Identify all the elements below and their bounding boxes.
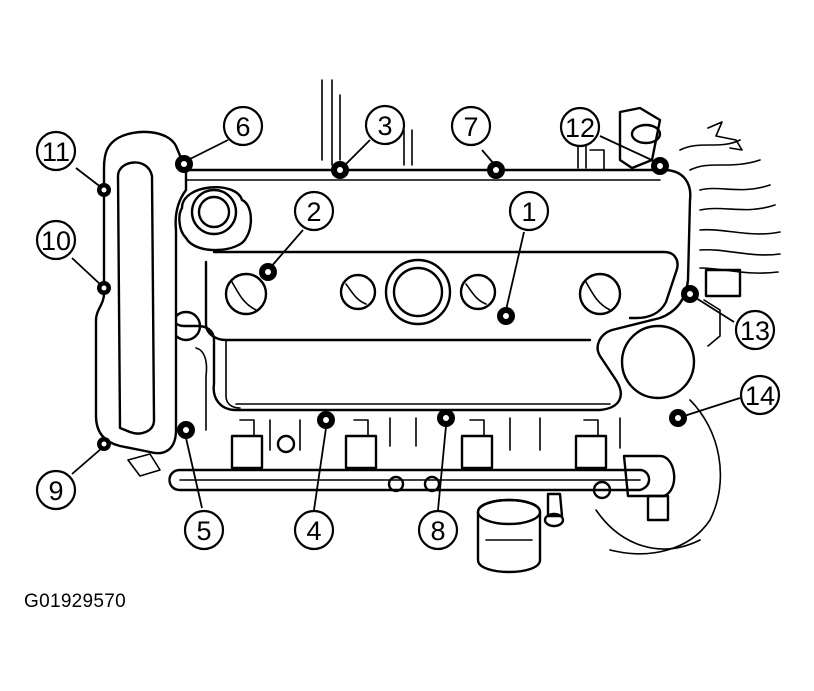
svg-text:1: 1 bbox=[521, 197, 536, 227]
callout-13: 13 bbox=[734, 309, 776, 351]
svg-text:5: 5 bbox=[196, 516, 211, 546]
svg-text:3: 3 bbox=[377, 111, 392, 141]
figure-code: G01929570 bbox=[24, 591, 127, 612]
svg-text:4: 4 bbox=[306, 516, 321, 546]
svg-text:2: 2 bbox=[306, 197, 321, 227]
callout-7: 7 bbox=[450, 105, 492, 147]
leader-lines bbox=[71, 135, 741, 511]
svg-text:7: 7 bbox=[463, 112, 478, 142]
svg-text:11: 11 bbox=[42, 137, 70, 167]
svg-text:10: 10 bbox=[41, 226, 71, 256]
fuel-rail bbox=[168, 417, 676, 522]
bolts bbox=[97, 155, 699, 451]
callout-3: 3 bbox=[364, 104, 406, 146]
callout-5: 5 bbox=[183, 509, 225, 551]
svg-text:9: 9 bbox=[48, 476, 63, 506]
callout-12: 12 bbox=[559, 106, 601, 148]
valve-cover bbox=[168, 168, 696, 412]
callouts: 1 2 3 4 5 6 7 8 9 10 11 12 13 14 bbox=[35, 104, 781, 551]
callout-2: 2 bbox=[293, 190, 335, 232]
svg-text:13: 13 bbox=[740, 316, 770, 346]
svg-text:8: 8 bbox=[430, 516, 445, 546]
callout-14: 14 bbox=[739, 374, 781, 416]
svg-text:6: 6 bbox=[235, 112, 250, 142]
callout-4: 4 bbox=[293, 509, 335, 551]
callout-1: 1 bbox=[508, 190, 550, 232]
callout-10: 10 bbox=[35, 219, 77, 261]
callout-8: 8 bbox=[417, 509, 459, 551]
svg-text:12: 12 bbox=[565, 113, 595, 143]
callout-9: 9 bbox=[35, 469, 77, 511]
svg-text:14: 14 bbox=[745, 381, 775, 411]
callout-6: 6 bbox=[222, 105, 264, 147]
callout-11: 11 bbox=[35, 130, 77, 172]
